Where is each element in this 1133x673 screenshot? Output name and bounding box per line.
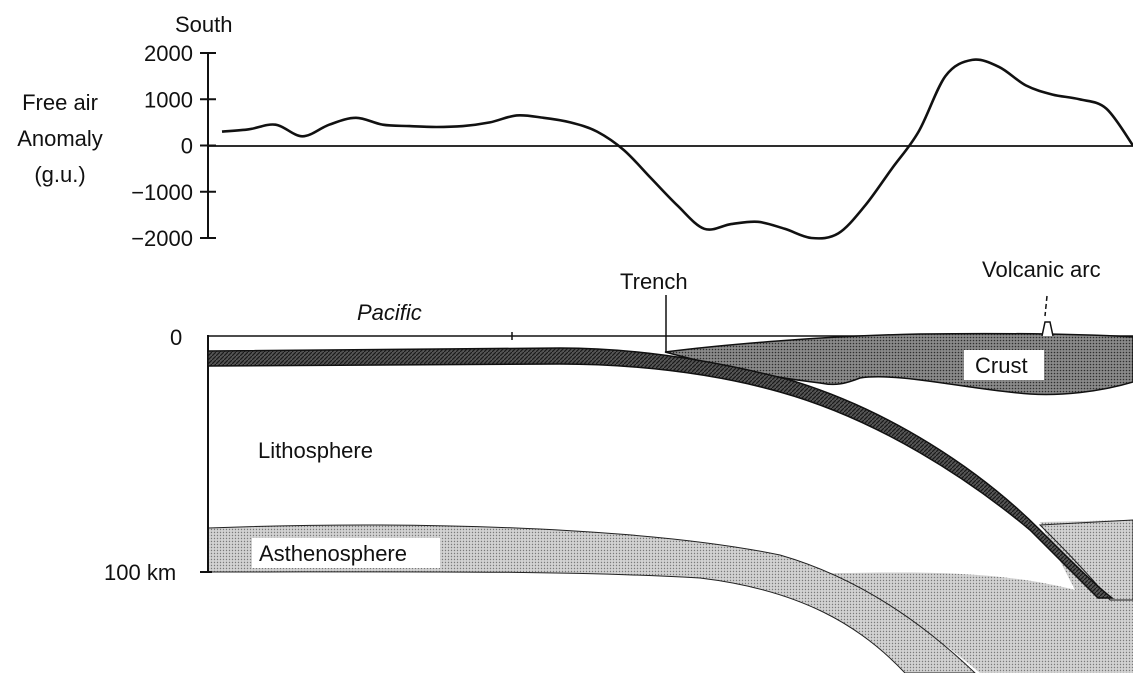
volcano-icon (1042, 322, 1053, 336)
y-axis-label-line-3: (g.u.) (34, 162, 85, 187)
y-tick-label: −1000 (131, 180, 193, 205)
anomaly-curve (222, 60, 1133, 239)
crust-region (665, 334, 1133, 395)
cross-section: Trench Volcanic arc Pacific Crust Lithos… (104, 257, 1133, 673)
y-axis-label-line-1: Free air (22, 90, 98, 115)
y-tick-label: −2000 (131, 226, 193, 251)
trench-label: Trench (620, 269, 688, 294)
pacific-label: Pacific (357, 300, 422, 325)
y-axis-label-line-2: Anomaly (17, 126, 103, 151)
gravity-profile: South Free air Anomaly (g.u.) 2000 1000 0 −… (17, 12, 1133, 251)
y-tick-label: 0 (181, 134, 193, 159)
depth-label-0: 0 (170, 325, 182, 350)
y-ticks: 2000 1000 0 −1000 −2000 (131, 41, 216, 251)
y-tick-label: 2000 (144, 41, 193, 66)
crust-label: Crust (975, 353, 1028, 378)
volcanic-arc-label: Volcanic arc (982, 257, 1101, 282)
depth-label-100: 100 km (104, 560, 176, 585)
asthenosphere-label: Asthenosphere (259, 541, 407, 566)
y-tick-label: 1000 (144, 87, 193, 112)
direction-label: South (175, 12, 233, 37)
volcanic-arc-pointer (1045, 296, 1047, 316)
lithosphere-label: Lithosphere (258, 438, 373, 463)
